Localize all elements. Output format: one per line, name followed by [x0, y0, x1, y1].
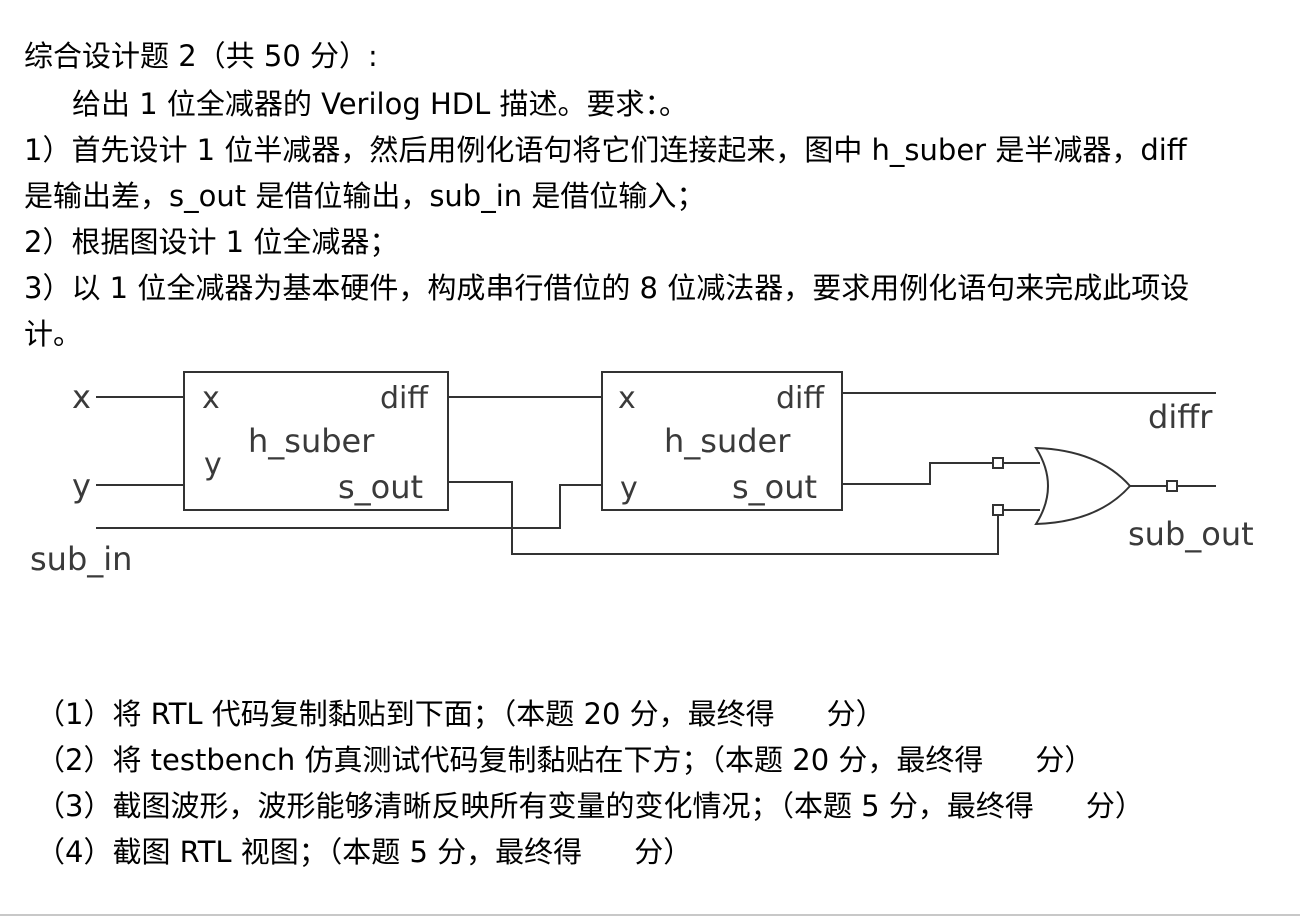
- task-1: （1）将 RTL 代码复制黏贴到下面；（本题 20 分，最终得 分）: [36, 696, 885, 732]
- requirement-1-line-1: 1）首先设计 1 位半减器，然后用例化语句将它们连接起来，图中 h_suber …: [24, 133, 1187, 167]
- task-2-suffix: 分）: [1035, 743, 1094, 777]
- block2-port-y: y: [620, 471, 638, 506]
- task-2-text: （2）将 testbench 仿真测试代码复制黏贴在下方；（本题 20 分，最终…: [36, 743, 984, 777]
- half-subtractor-block-1: [183, 371, 449, 511]
- block1-port-y: y: [204, 447, 222, 482]
- block1-port-diff: diff: [380, 381, 429, 416]
- input-x-label: x: [72, 378, 91, 416]
- block2-port-s-out: s_out: [732, 468, 817, 506]
- or-output-pin: [1166, 480, 1178, 492]
- block1-port-x: x: [202, 381, 220, 416]
- requirement-3-line-1: 3）以 1 位全减器为基本硬件，构成串行借位的 8 位减法器，要求用例化语句来完…: [24, 271, 1190, 305]
- input-y-label: y: [72, 467, 91, 505]
- block2-port-diff: diff: [776, 381, 825, 416]
- wire-sub-in: [96, 484, 602, 529]
- task-2: （2）将 testbench 仿真测试代码复制黏贴在下方；（本题 20 分，最终…: [36, 742, 1093, 778]
- output-sub-out-label: sub_out: [1128, 515, 1254, 553]
- task-1-text: （1）将 RTL 代码复制黏贴到下面；（本题 20 分，最终得: [36, 697, 775, 731]
- requirement-2: 2）根据图设计 1 位全减器；: [24, 225, 399, 259]
- task-4: （4）截图 RTL 视图；（本题 5 分，最终得 分）: [36, 834, 692, 870]
- half-subtractor-block-2: [601, 371, 843, 511]
- or-input-pin-upper: [992, 457, 1004, 469]
- block2-port-x: x: [618, 381, 636, 416]
- problem-title: 综合设计题 2（共 50 分）:: [24, 39, 378, 73]
- full-subtractor-circuit-diagram: x y sub_in x diff h_suber y s_out x diff…: [30, 371, 1254, 578]
- task-4-suffix: 分）: [634, 835, 693, 869]
- requirement-1-line-2: 是输出差，s_out 是借位输出，sub_in 是借位输入；: [24, 179, 706, 213]
- wire-s-out-1-to-or: [448, 481, 999, 555]
- or-gate: [1034, 446, 1132, 526]
- task-1-suffix: 分）: [826, 697, 885, 731]
- task-3-suffix: 分）: [1085, 789, 1144, 823]
- task-4-text: （4）截图 RTL 视图；（本题 5 分，最终得: [36, 835, 583, 869]
- task-3-text: （3）截图波形，波形能够清晰反映所有变量的变化情况；（本题 5 分，最终得: [36, 789, 1034, 823]
- or-input-pin-lower: [992, 504, 1004, 516]
- input-sub-in-label: sub_in: [30, 540, 132, 578]
- block2-name: h_suder: [664, 422, 791, 460]
- block1-port-s-out: s_out: [338, 468, 423, 506]
- wire-s-out-2-to-or: [842, 462, 998, 485]
- output-diffr-label: diffr: [1148, 398, 1213, 436]
- task-3: （3）截图波形，波形能够清晰反映所有变量的变化情况；（本题 5 分，最终得 分）: [36, 788, 1144, 824]
- bottom-divider: [0, 914, 1300, 916]
- requirement-3-line-2: 计。: [24, 317, 83, 351]
- problem-intro: 给出 1 位全减器的 Verilog HDL 描述。要求：。: [72, 87, 688, 121]
- block1-name: h_suber: [248, 422, 375, 460]
